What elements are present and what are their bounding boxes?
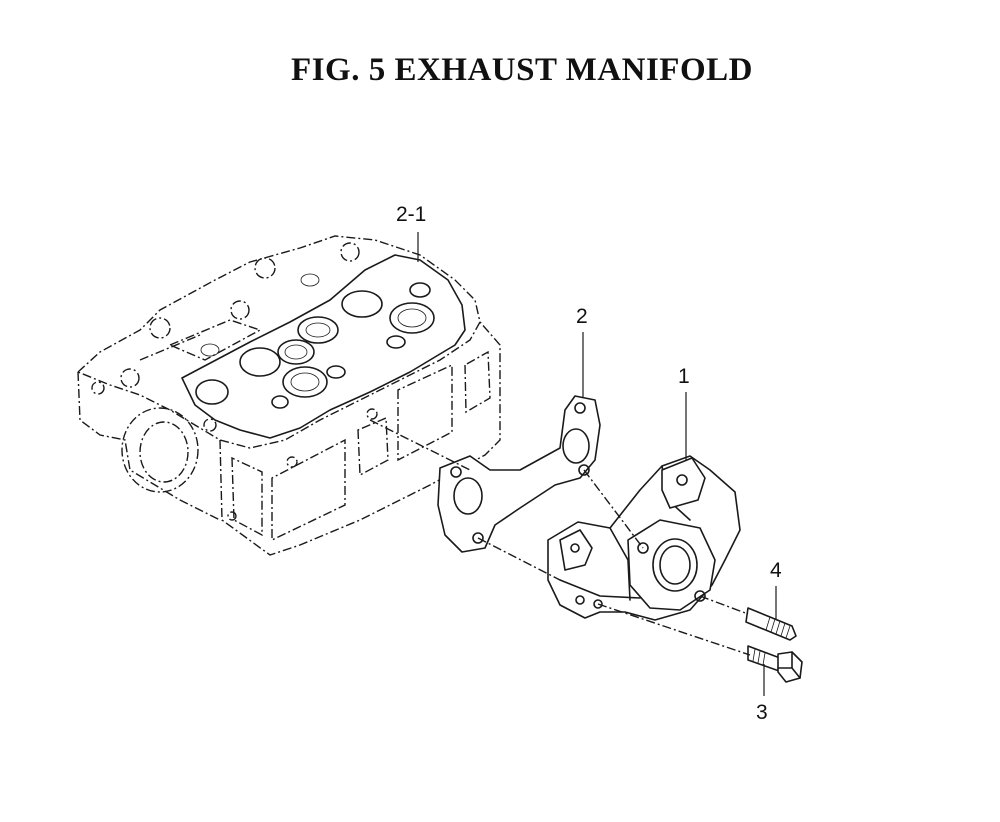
- exhaust-manifold-part-1: [547, 455, 741, 621]
- alignment-lines: [369, 419, 751, 656]
- exhaust-gasket-part-2: [437, 395, 601, 553]
- head-gasket-part-2-1: [181, 254, 466, 439]
- callout-3: 3: [756, 701, 768, 724]
- stud-part-4: [745, 607, 797, 641]
- figure-title: FIG. 5 EXHAUST MANIFOLD: [291, 52, 753, 88]
- bolt-part-3: [747, 645, 803, 683]
- callout-4: 4: [770, 559, 782, 582]
- cylinder-head: [76, 235, 501, 556]
- leader-lines: [417, 232, 777, 696]
- callout-1: 1: [678, 365, 690, 388]
- callout-2-1: 2-1: [396, 203, 427, 226]
- callout-2: 2: [576, 305, 588, 328]
